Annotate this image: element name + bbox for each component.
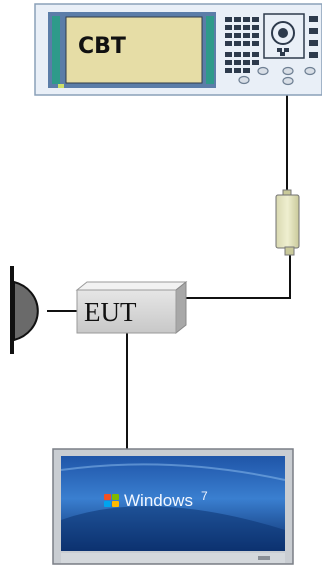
speaker-icon <box>10 266 39 354</box>
instrument-led <box>58 84 64 88</box>
inline-attenuator-icon <box>275 189 300 256</box>
eut-label: EUT <box>84 297 137 327</box>
instrument-connectors <box>238 66 316 86</box>
monitor: Windows 7 <box>52 448 294 565</box>
cbt-instrument: CBT <box>34 3 322 96</box>
windows-brand-label: Windows <box>124 491 193 510</box>
windows-logo-icon <box>104 494 119 507</box>
cable-attenuator-to-eut <box>186 255 291 299</box>
instrument-rotary-knob <box>263 13 305 59</box>
eut-box: EUT <box>75 280 188 335</box>
windows-version-label: 7 <box>201 489 208 503</box>
instrument-side-buttons <box>309 16 318 58</box>
cables <box>47 95 291 449</box>
instrument-label: CBT <box>78 34 126 59</box>
instrument-keypad <box>225 17 259 73</box>
instrument-screen <box>65 16 203 84</box>
monitor-power-button <box>258 556 270 560</box>
instrument-screen-stripe-right <box>206 16 214 84</box>
monitor-bottom-bezel <box>61 553 285 563</box>
instrument-screen-stripe-left <box>52 16 60 84</box>
